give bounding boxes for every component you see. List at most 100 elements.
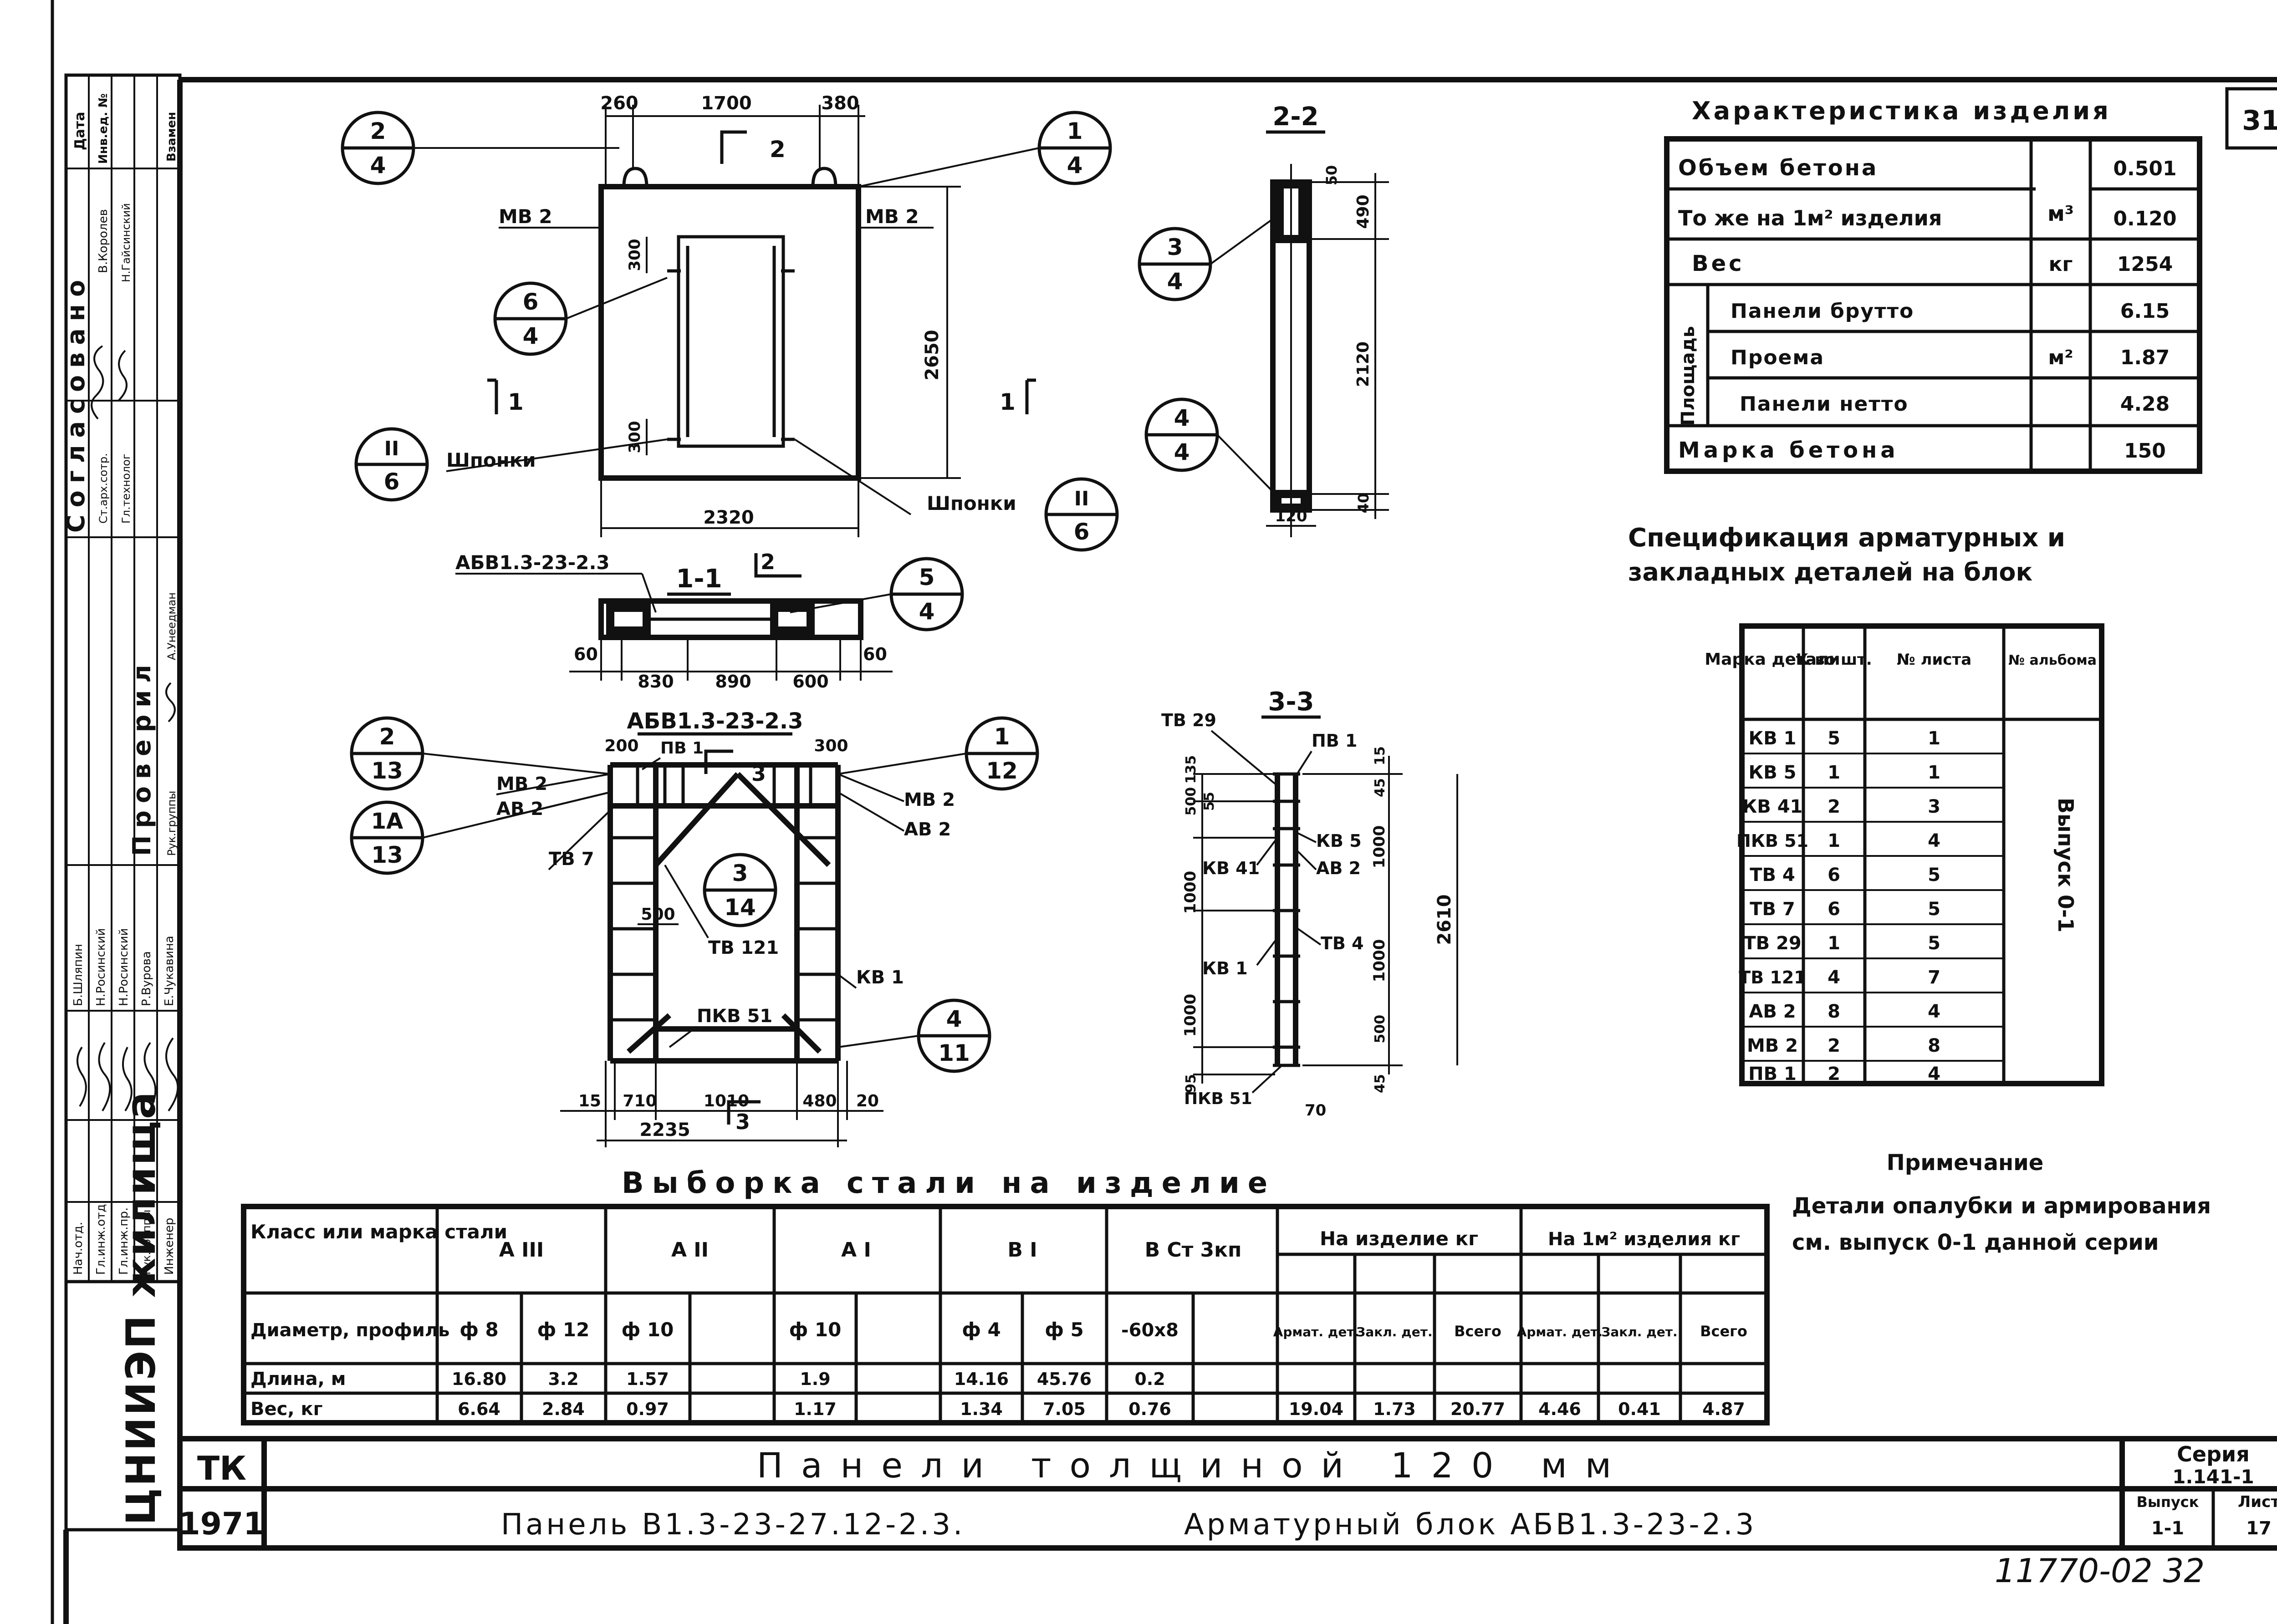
block-label-pkv51: ПКВ 51 [697, 1006, 772, 1027]
title-subtitle-right: Арматурный блок АБВ1.3-23-2.3 [1184, 1508, 1756, 1542]
sheet-value: 17 [2246, 1518, 2272, 1539]
steel-diam-5: ф 10 [789, 1319, 842, 1341]
spec-sheet-5: 5 [1928, 865, 1940, 886]
spec-mark-1: КВ 1 [1749, 728, 1797, 749]
series-label: Серия [2177, 1442, 2250, 1466]
sec22-dim-120: 120 [1275, 507, 1307, 525]
elev-dim-opening-top: 300 [626, 239, 644, 271]
callout-2-4: 2 4 [341, 111, 619, 185]
callout-1-4: 1 4 [858, 111, 1112, 188]
spec-sheet-4: 4 [1928, 830, 1940, 851]
sec33-dim-total: 2610 [1434, 894, 1455, 945]
steel-table: Выборка стали на изделие Класс или марк [241, 1166, 1770, 1425]
sec33-dim-1000-left-b: 1000 [1181, 994, 1200, 1037]
spec-qty-7: 1 [1828, 933, 1840, 954]
svg-text:3: 3 [1167, 234, 1183, 260]
sec22-dim-40: 40 [1355, 493, 1372, 514]
sec11-dim-60-right: 60 [863, 644, 887, 664]
steel-weight-header: Вес, кг [250, 1399, 323, 1420]
spec-qty-10: 2 [1828, 1035, 1840, 1056]
block-label-kv1: КВ 1 [856, 967, 904, 988]
svg-text:13: 13 [371, 842, 403, 868]
block-dim-total: 2235 [639, 1120, 690, 1140]
spec-sheet-3: 3 [1928, 796, 1940, 817]
note: Примечание Детали опалубки и армирования… [1792, 1150, 2211, 1255]
steel-weight-1: 6.64 [458, 1399, 500, 1419]
char-row-volume: Объем бетона [1678, 155, 1878, 181]
elev-dim-width: 2320 [703, 507, 754, 528]
steel-weight-8: 7.05 [1043, 1399, 1086, 1419]
svg-text:1А: 1А [371, 809, 403, 834]
agreed-signature-2 [117, 350, 128, 402]
inventory-number: 11770-02 32 [1995, 1552, 2205, 1590]
steel-diam-1: ф 8 [459, 1319, 499, 1341]
svg-text:4: 4 [523, 323, 539, 349]
spec-header-qty: К-во шт. [1796, 651, 1872, 669]
sec33-dim-500-right: 500 [1372, 1015, 1388, 1044]
elev-section-mark-2: 2 [770, 136, 786, 163]
name-3: Н.Росинский [117, 928, 131, 1006]
block-label-tv121: ТВ 121 [708, 937, 779, 958]
elev-dim-opening-bottom: 300 [626, 421, 644, 453]
section-1-1-title: 1-1 [676, 564, 722, 594]
steel-sub-zakl-1: Закл. дет. [1356, 1324, 1432, 1339]
svg-text:4: 4 [1174, 439, 1190, 465]
block-mark-3-top: 3 [751, 761, 766, 786]
steel-class-vst3kp: В Ст 3кп [1145, 1238, 1242, 1262]
spec-mark-5: ТВ 4 [1750, 865, 1795, 886]
steel-class-b1: B I [1007, 1238, 1037, 1262]
agreed-name-2: Н.Гайсинский [120, 203, 133, 282]
characteristics-table: Характеристика изделия Объем бетона То ж… [1664, 97, 2202, 474]
spec-mark-10: МВ 2 [1747, 1035, 1798, 1056]
steel-length-8: 45.76 [1037, 1369, 1092, 1389]
steel-diam-7: ф 4 [962, 1319, 1001, 1341]
block-label-av2-right: АВ 2 [904, 819, 951, 840]
callout-1a-13: 1А 13 [350, 791, 611, 875]
title-code: ТК [197, 1449, 246, 1487]
steel-class-a1: A I [841, 1238, 871, 1262]
steel-class-header: Класс или марка стали [250, 1221, 507, 1243]
callout-6-4: 6 4 [493, 277, 668, 356]
char-value-gross: 6.15 [2120, 300, 2170, 323]
sec33-label-pkv51: ПКВ 51 [1184, 1089, 1252, 1108]
svg-text:1: 1 [1067, 118, 1083, 144]
specification-table: Спецификация арматурных и закладных дета… [1628, 523, 2104, 1086]
spec-header-sheet: № листа [1897, 651, 1971, 669]
sec11-dim-830: 830 [638, 672, 674, 692]
callout-4-11: 4 11 [837, 998, 991, 1073]
char-row-opening: Проема [1731, 346, 1824, 369]
spec-qty-1: 5 [1828, 728, 1840, 749]
spec-sheet-10: 8 [1928, 1035, 1940, 1056]
block-label-mv2-left: МВ 2 [496, 774, 547, 794]
steel-length-9: 0.2 [1134, 1369, 1165, 1389]
checked-signature [165, 682, 176, 723]
char-value-grade: 150 [2124, 439, 2166, 463]
steel-weight-9: 0.76 [1128, 1399, 1171, 1419]
spec-title-line2: закладных деталей на блок [1628, 558, 2032, 586]
steel-weight-3: 0.97 [626, 1399, 669, 1419]
steel-length-2: 3.2 [548, 1369, 578, 1389]
elev-section-mark-1-right: 1 [1000, 389, 1016, 415]
sec11-ref-top: АБВ1.3-23-2.3 [455, 551, 610, 574]
steel-per-m2: На 1м² изделия кг [1548, 1229, 1740, 1250]
elev-dim-1700: 1700 [701, 93, 751, 114]
svg-text:14: 14 [724, 894, 756, 921]
spec-qty-11: 2 [1828, 1064, 1840, 1084]
elev-dim-height: 2650 [922, 330, 943, 380]
elev-label-keys-right: Шпонки [927, 492, 1016, 514]
steel-sub-armat-1: Армат. дет. [1273, 1324, 1359, 1339]
sec33-dim-1000-left-a: 1000 [1181, 871, 1200, 914]
sec33-label-tv29: ТВ 29 [1161, 710, 1216, 730]
elev-dim-380: 380 [821, 93, 859, 114]
sec33-label-kv5: КВ 5 [1316, 831, 1362, 851]
org-name: ЦНИИЭП жилища [117, 1090, 164, 1525]
steel-weight-2: 2.84 [542, 1399, 585, 1419]
signature-1 [77, 1046, 87, 1107]
steel-diam-2: ф 12 [537, 1319, 590, 1341]
elev-dim-260: 260 [600, 93, 638, 114]
char-group-area: Площадь [1678, 326, 1699, 426]
name-4: Р.Вурова [140, 951, 153, 1006]
steel-sub-zakl-2: Закл. дет. [1601, 1324, 1677, 1339]
role-4: Рук.группы [140, 1210, 153, 1275]
svg-text:1: 1 [994, 723, 1010, 750]
